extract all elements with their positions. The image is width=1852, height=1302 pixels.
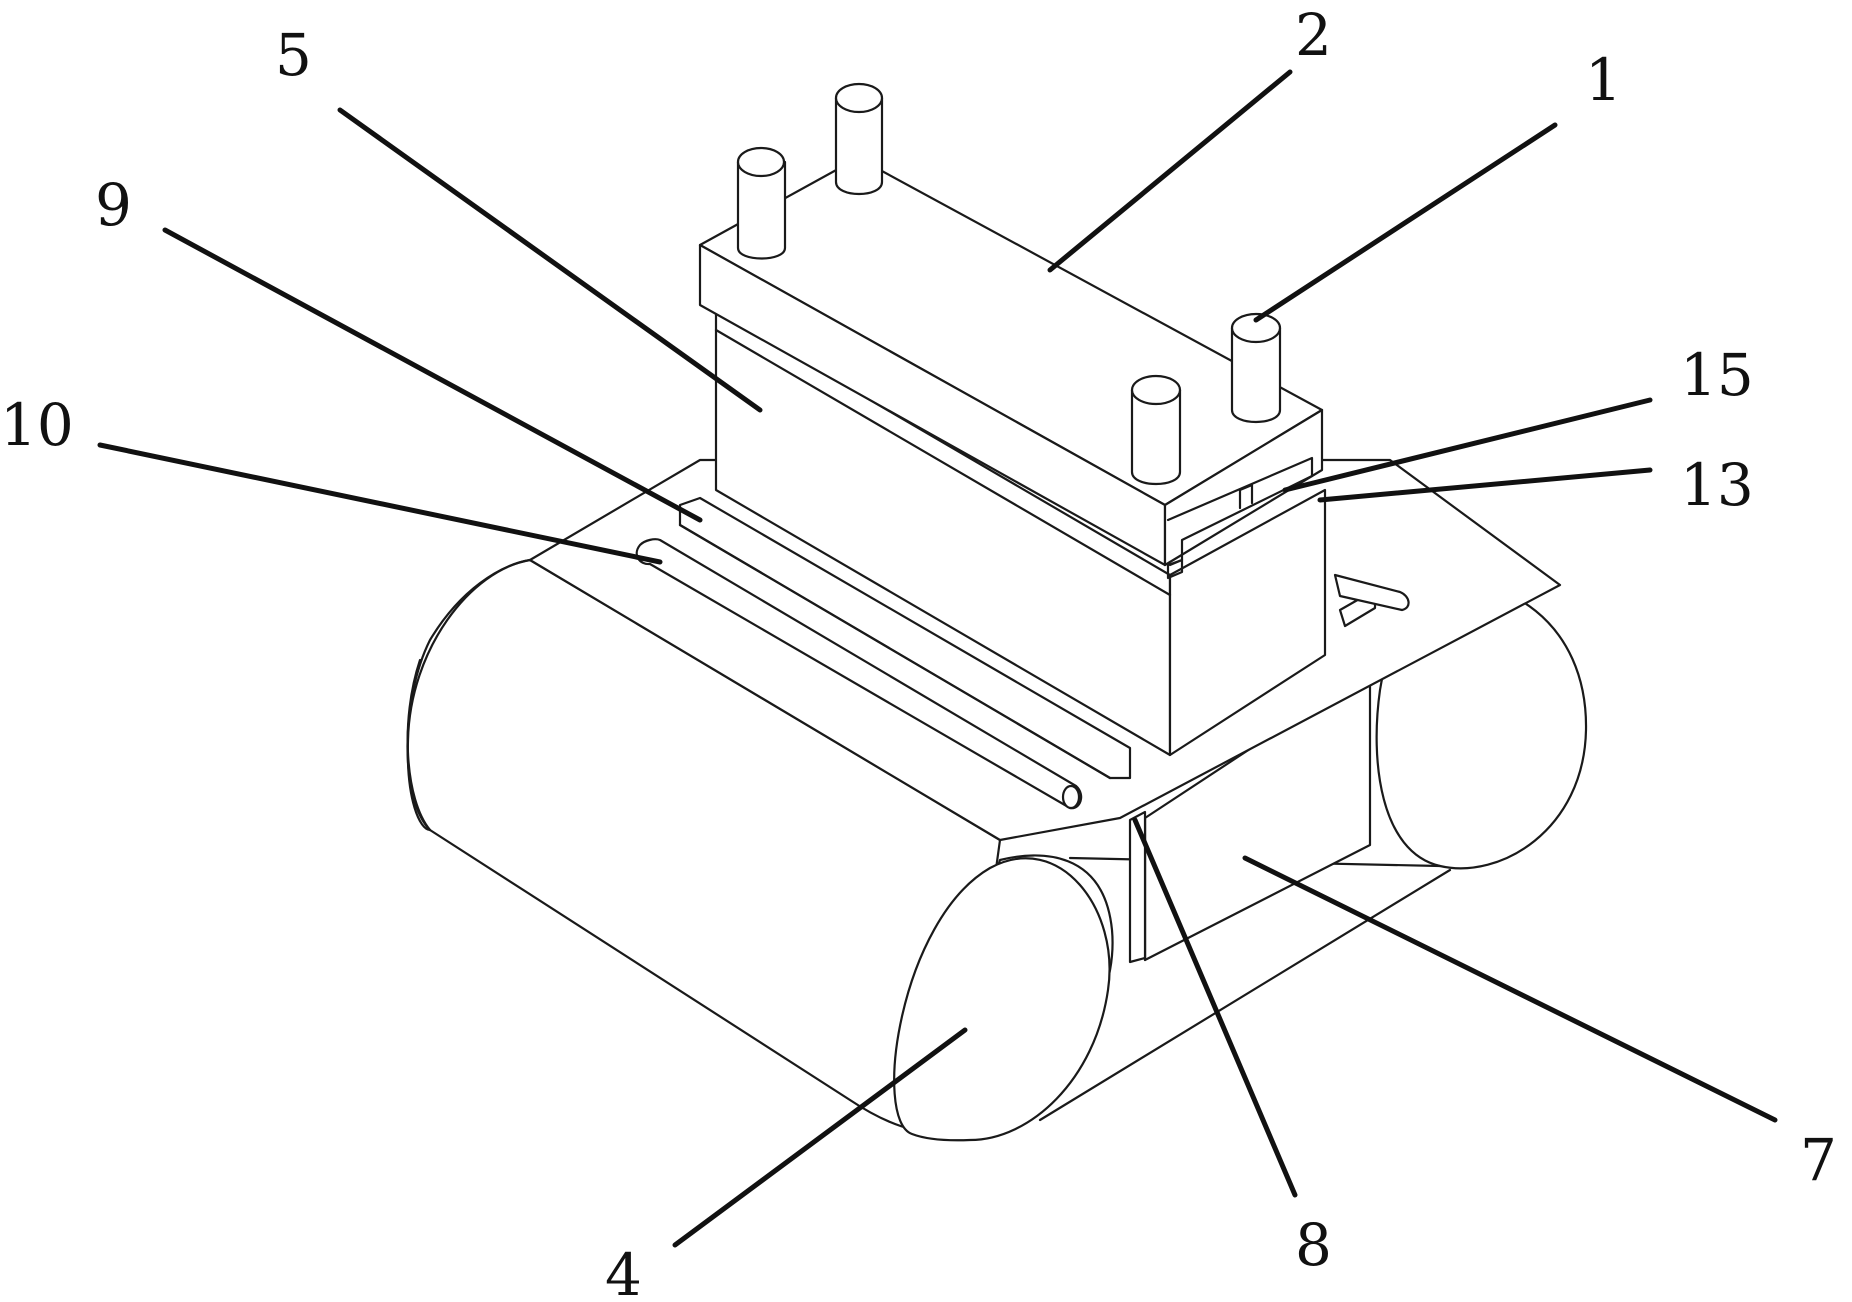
label-4: 4 — [605, 1241, 642, 1302]
rear-rail — [1333, 573, 1410, 628]
leader-2 — [1047, 69, 1293, 273]
leader-5 — [337, 107, 763, 413]
left-roller-cap — [406, 558, 532, 832]
label-2: 2 — [1295, 1, 1332, 69]
label-5: 5 — [275, 21, 312, 89]
label-8: 8 — [1295, 1211, 1332, 1279]
label-13: 13 — [1680, 451, 1754, 519]
post-rear-right — [834, 82, 884, 195]
post-front-right — [1230, 312, 1282, 423]
label-9: 9 — [95, 171, 132, 239]
front-roller — [893, 854, 1114, 1142]
leader-9 — [162, 227, 703, 523]
label-1: 1 — [1585, 46, 1622, 114]
label-15: 15 — [1680, 341, 1754, 409]
leader-13 — [1317, 467, 1653, 503]
leader-15 — [1282, 397, 1653, 493]
leader-7 — [1242, 855, 1778, 1123]
chassis-block — [1128, 668, 1372, 964]
guide-rail — [678, 496, 1132, 780]
post-front-left — [1130, 374, 1182, 485]
leader-lines — [97, 69, 1778, 1248]
leader-8 — [1132, 817, 1298, 1198]
leader-4 — [672, 1027, 968, 1248]
label-10: 10 — [0, 391, 74, 459]
leader-10 — [97, 442, 663, 565]
post-rear-left — [736, 146, 787, 260]
label-7: 7 — [1800, 1126, 1837, 1194]
slide-joint — [1166, 456, 1314, 580]
leader-1 — [1253, 122, 1558, 323]
housing — [714, 308, 1327, 757]
